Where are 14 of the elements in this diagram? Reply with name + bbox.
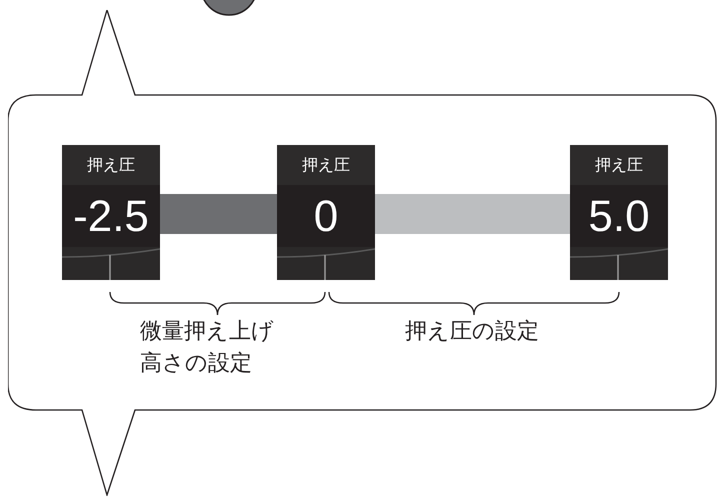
display-panel bbox=[277, 145, 375, 280]
connector-bar bbox=[160, 194, 277, 234]
connector-bar bbox=[375, 194, 570, 234]
display-panel bbox=[570, 145, 668, 280]
brace-label: 押え圧の設定 bbox=[405, 318, 540, 346]
value-readout: -2.5 bbox=[72, 191, 150, 243]
value-readout: 0 bbox=[312, 191, 340, 243]
panel-heading: 押え圧 bbox=[570, 145, 668, 185]
brace-label: 微量押え上げ高さの設定 bbox=[140, 318, 275, 378]
display-panel bbox=[62, 145, 160, 280]
value-readout: 5.0 bbox=[587, 191, 651, 243]
speech-bubble bbox=[8, 10, 718, 496]
panel-heading: 押え圧 bbox=[62, 145, 160, 185]
panel-heading: 押え圧 bbox=[277, 145, 375, 185]
